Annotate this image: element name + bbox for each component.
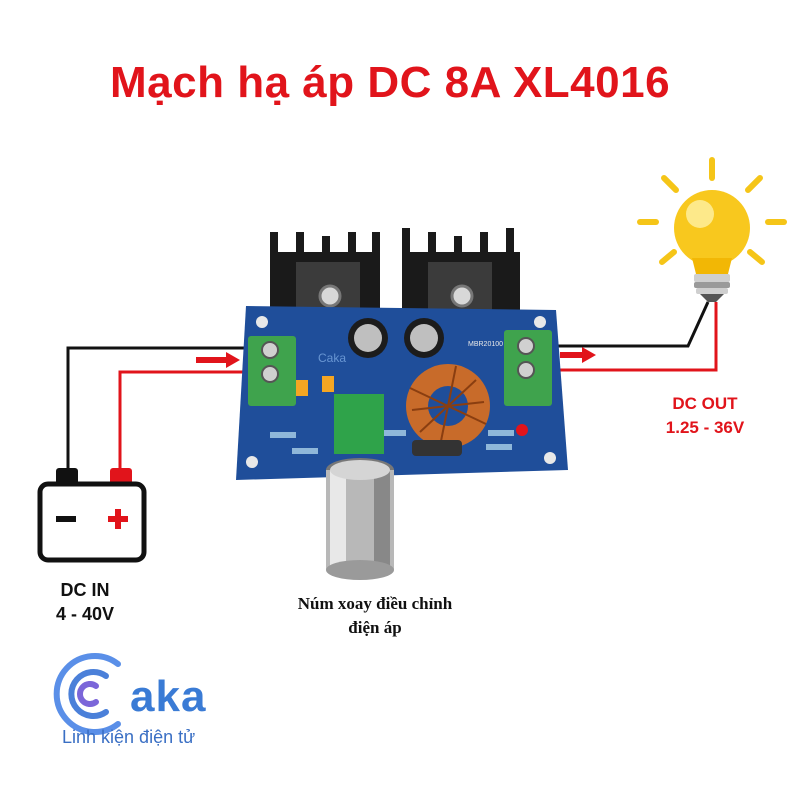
- output-wire-red: [530, 302, 718, 372]
- dc-in-label: DC IN 4 - 40V: [30, 578, 140, 626]
- caka-logo-icon: [53, 653, 121, 735]
- knob-caption-line1: Núm xoay điều chỉnh: [297, 594, 453, 613]
- page-title: Mạch hạ áp DC 8A XL4016: [110, 58, 671, 107]
- logo-brand: aka: [130, 672, 207, 721]
- knob-caption: Núm xoay điều chỉnh điện áp: [250, 592, 500, 640]
- arrow-right-icon: [196, 352, 240, 368]
- input-wire-black: [66, 346, 258, 470]
- light-bulb-icon: [637, 157, 787, 302]
- output-wire-black: [530, 301, 710, 348]
- dc-in-title: DC IN: [60, 580, 110, 600]
- knob-caption-line2: điện áp: [348, 618, 402, 637]
- board-watermark: Caka: [318, 351, 346, 365]
- board-marking: MBR20100: [468, 341, 503, 348]
- xl4016-board: MBR20100 Caka: [236, 228, 568, 480]
- dc-out-title: DC OUT: [672, 394, 738, 413]
- battery-icon: [37, 468, 147, 563]
- potentiometer-knob-icon: [326, 458, 394, 580]
- dc-out-range: 1.25 - 36V: [665, 418, 745, 437]
- dc-out-label: DC OUT 1.25 - 36V: [640, 392, 770, 440]
- dc-in-range: 4 - 40V: [55, 604, 115, 624]
- arrow-right-icon: [560, 347, 596, 363]
- logo-tagline: Linh kiện điện tử: [62, 727, 196, 747]
- input-wire-red: [118, 370, 258, 470]
- wires: [66, 301, 718, 470]
